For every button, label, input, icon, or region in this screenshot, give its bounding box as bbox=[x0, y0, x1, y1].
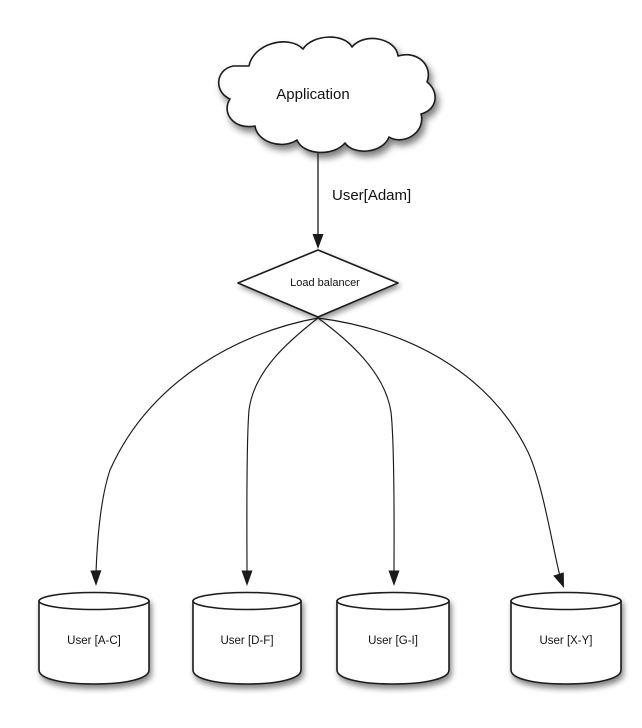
database-label-4: User [X-Y] bbox=[539, 635, 592, 647]
database-cylinder-3 bbox=[336, 591, 450, 685]
diamond-shape bbox=[237, 249, 399, 318]
arrow-head-db-1 bbox=[90, 570, 102, 586]
edge-path-db-2 bbox=[246, 317, 319, 574]
arrow-head-db-4 bbox=[553, 572, 564, 588]
edge-label-user-adam: User[Adam] bbox=[332, 187, 411, 204]
database-label-2: User [D-F] bbox=[220, 635, 273, 647]
cloud-label: Application bbox=[276, 86, 349, 103]
database-cylinder-1 bbox=[38, 591, 150, 685]
edge-path-db-1 bbox=[95, 317, 319, 574]
arrow-head-db-3 bbox=[388, 570, 400, 586]
edge-lb-to-db-1 bbox=[90, 317, 319, 586]
database-node-1[interactable]: User [A-C] bbox=[38, 591, 150, 685]
database-label-1: User [A-C] bbox=[67, 635, 121, 647]
database-node-2[interactable]: User [D-F] bbox=[192, 591, 302, 685]
database-node-4[interactable]: User [X-Y] bbox=[510, 591, 622, 685]
arrow-head-app-lb bbox=[312, 234, 324, 249]
edge-cloud-to-load-balancer: User[Adam] bbox=[312, 152, 411, 249]
edge-lb-to-db-4 bbox=[317, 317, 564, 588]
load-balancer-label: Load balancer bbox=[290, 277, 360, 289]
edge-lb-to-db-2 bbox=[241, 317, 319, 586]
database-cylinder-2 bbox=[192, 591, 302, 685]
edge-lb-to-db-3 bbox=[317, 317, 400, 586]
database-cylinder-4 bbox=[510, 591, 622, 685]
edge-path-db-4 bbox=[317, 317, 561, 577]
cloud-shape bbox=[217, 36, 436, 154]
database-node-3[interactable]: User [G-I] bbox=[336, 591, 450, 685]
load-balancer-node[interactable]: Load balancer bbox=[237, 249, 399, 318]
cloud-node[interactable]: Application bbox=[217, 36, 436, 154]
database-label-3: User [G-I] bbox=[368, 635, 418, 647]
edge-path-db-3 bbox=[317, 317, 395, 574]
arrow-head-db-2 bbox=[241, 570, 253, 586]
